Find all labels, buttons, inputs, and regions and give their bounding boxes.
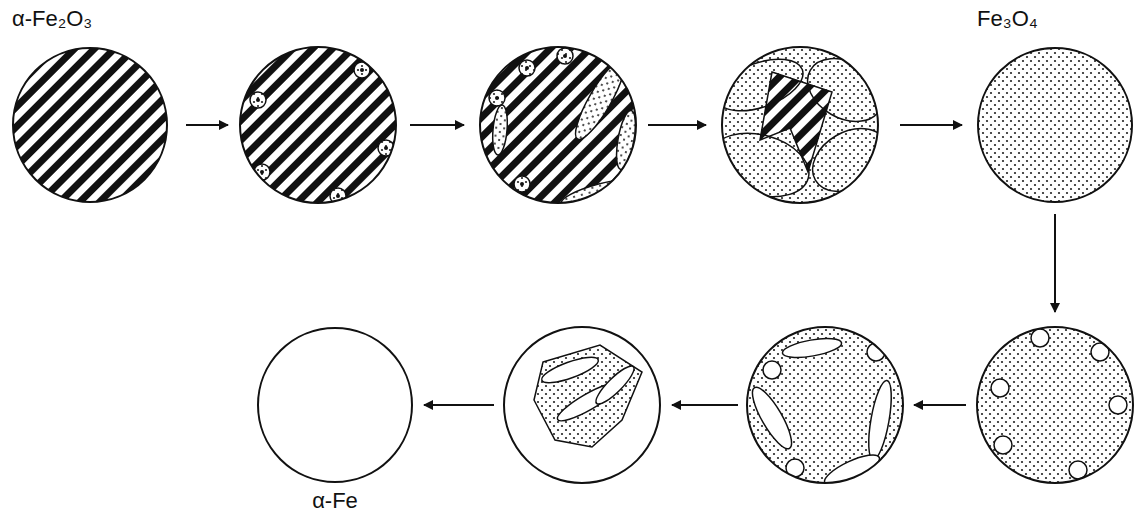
phase-label: Fe₃O₄	[977, 7, 1038, 31]
nucleation-stage	[230, 40, 410, 220]
magnetite-particle: Fe₃O₄	[977, 47, 1133, 203]
iron-particle: α-Fe	[257, 327, 413, 483]
particle-outline	[977, 47, 1133, 203]
particle-outline	[12, 47, 168, 203]
phase-label: α-Fe₂O₃	[12, 7, 92, 31]
iron-nucleation-stage	[970, 320, 1137, 500]
hematite-particle: α-Fe₂O₃	[12, 47, 168, 203]
phase-label: α-Fe	[312, 489, 358, 513]
iron-growth-stage	[740, 320, 920, 500]
iron-late-stage	[500, 320, 680, 500]
growth-stage	[470, 40, 650, 220]
late-stage	[704, 40, 899, 220]
particle-outline	[257, 327, 413, 483]
